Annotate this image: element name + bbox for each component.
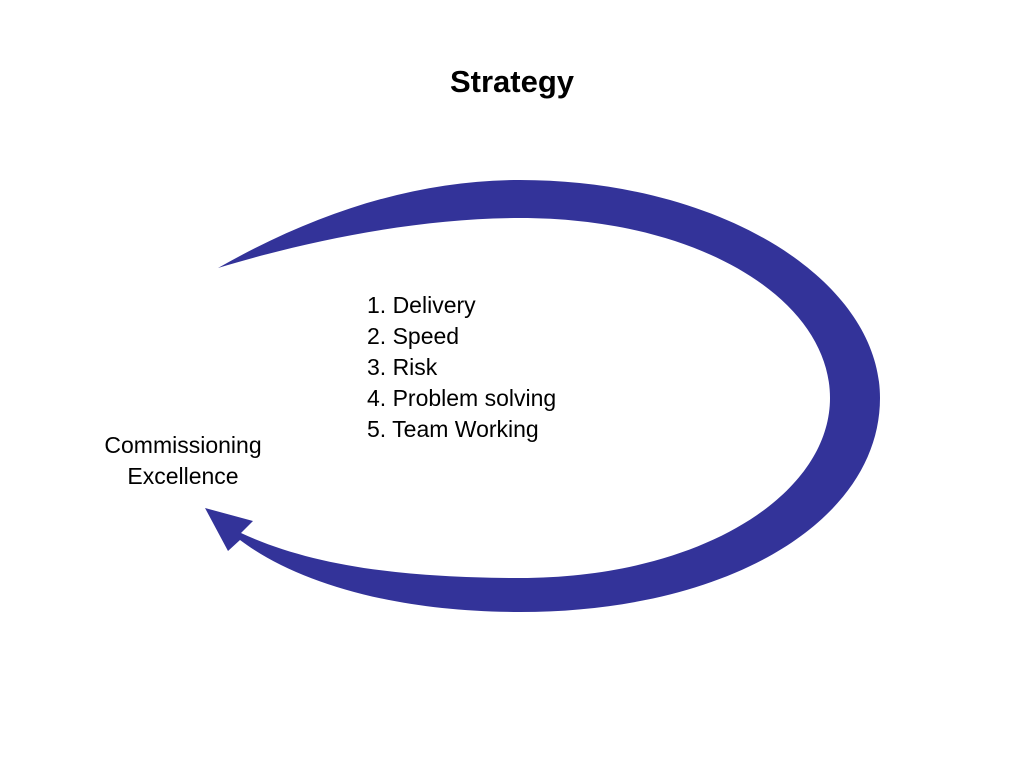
list-item: 5. Team Working: [367, 416, 539, 442]
center-label-line-1: Commissioning: [104, 432, 262, 458]
list-item: 1. Delivery: [367, 292, 476, 318]
commissioning-excellence-label: Commissioning Excellence: [82, 430, 284, 492]
slide-title: Strategy: [449, 64, 575, 99]
strategy-list: 1. Delivery 2. Speed 3. Risk 4. Problem …: [367, 290, 556, 445]
list-item: 2. Speed: [367, 323, 460, 349]
list-item: 4. Problem solving: [367, 385, 557, 411]
center-label-line-2: Excellence: [127, 463, 239, 489]
list-item: 3. Risk: [367, 354, 438, 380]
